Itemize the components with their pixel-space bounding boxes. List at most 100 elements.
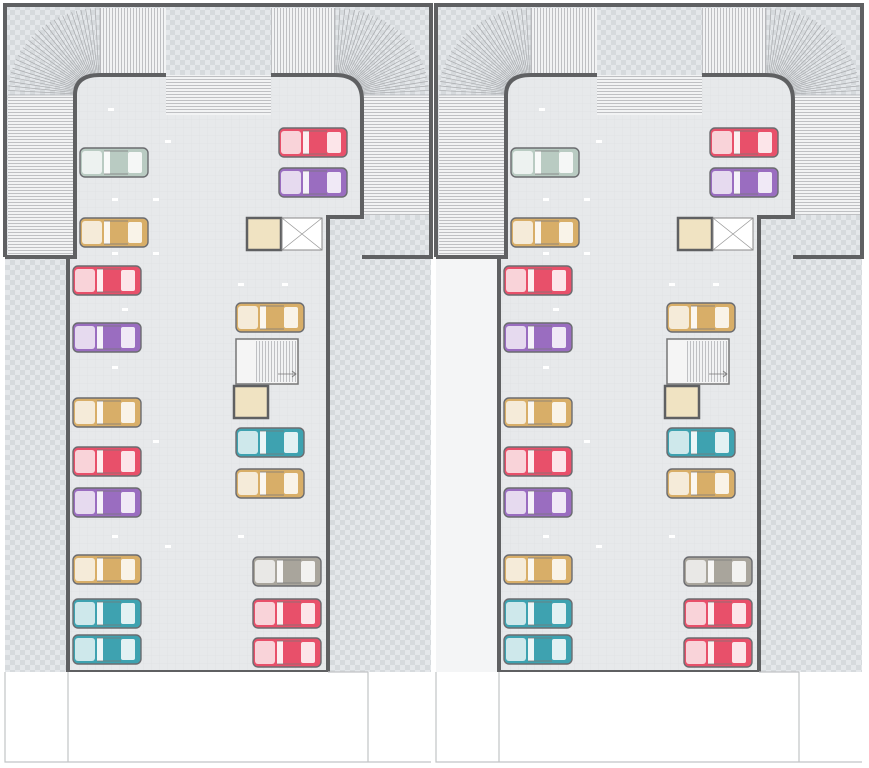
car-outline xyxy=(97,400,121,425)
curved-ramp-right-icon xyxy=(334,8,429,96)
car-hood xyxy=(255,602,275,625)
bottom-area xyxy=(5,672,431,762)
car-hood xyxy=(669,306,689,329)
car-outline xyxy=(691,471,715,496)
car-hood xyxy=(255,560,275,583)
car xyxy=(683,637,753,668)
curved-ramp-right-icon xyxy=(765,8,860,96)
inner-wall xyxy=(5,73,364,674)
car-windshield xyxy=(528,602,534,625)
car-rear-window xyxy=(121,559,135,580)
car xyxy=(709,127,779,158)
car-hood xyxy=(75,450,95,473)
car-outline xyxy=(528,601,552,626)
car xyxy=(252,637,322,668)
car-windshield xyxy=(691,431,697,454)
car-outline xyxy=(260,430,284,455)
lift xyxy=(676,216,714,252)
car-outline xyxy=(528,449,552,474)
car-outline xyxy=(528,325,552,350)
car-hood xyxy=(75,491,95,514)
car-rear-window xyxy=(121,603,135,624)
bay-marker xyxy=(238,283,244,286)
car-outline xyxy=(734,130,758,155)
car-hood xyxy=(75,602,95,625)
car-windshield xyxy=(97,326,103,349)
car xyxy=(72,634,142,665)
car-outline xyxy=(277,601,301,626)
car-windshield xyxy=(535,221,541,244)
car xyxy=(278,167,348,198)
car-outline xyxy=(528,400,552,425)
bay-marker xyxy=(543,535,549,538)
ramp-top-right xyxy=(702,8,766,75)
car-windshield xyxy=(303,171,309,194)
bay-marker xyxy=(596,140,602,143)
car xyxy=(72,265,142,296)
car-windshield xyxy=(734,171,740,194)
car-windshield xyxy=(528,491,534,514)
car-outline xyxy=(97,557,121,582)
bay-marker xyxy=(112,366,118,369)
bay-marker xyxy=(669,283,675,286)
car-windshield xyxy=(708,560,714,583)
car xyxy=(72,322,142,353)
car xyxy=(510,147,580,178)
car xyxy=(72,554,142,585)
car-windshield xyxy=(528,326,534,349)
bay-marker xyxy=(543,252,549,255)
bay-marker xyxy=(584,198,590,201)
bay-marker xyxy=(238,535,244,538)
car-rear-window xyxy=(552,603,566,624)
car-windshield xyxy=(691,472,697,495)
car-rear-window xyxy=(301,561,315,582)
stair-treads xyxy=(256,341,296,382)
bay-marker xyxy=(108,108,114,111)
car-outline xyxy=(691,305,715,330)
bay-marker xyxy=(282,283,288,286)
car-windshield xyxy=(528,638,534,661)
car xyxy=(252,556,322,587)
car xyxy=(503,265,573,296)
car-hood xyxy=(75,558,95,581)
car-rear-window xyxy=(301,603,315,624)
car-rear-window xyxy=(552,327,566,348)
car-windshield xyxy=(97,491,103,514)
car-outline xyxy=(277,640,301,665)
lift xyxy=(245,216,283,252)
ramp-top-left xyxy=(531,8,597,75)
car-rear-window xyxy=(732,603,746,624)
car-rear-window xyxy=(327,172,341,193)
car-outline xyxy=(528,268,552,293)
car xyxy=(666,468,736,499)
car xyxy=(666,302,736,333)
car-hood xyxy=(75,638,95,661)
car-hood xyxy=(506,401,526,424)
car-windshield xyxy=(97,450,103,473)
car-hood xyxy=(506,450,526,473)
bay-marker xyxy=(112,535,118,538)
car-hood xyxy=(686,602,706,625)
car-hood xyxy=(281,171,301,194)
car-hood xyxy=(238,472,258,495)
car-windshield xyxy=(734,131,740,154)
car-hood xyxy=(686,641,706,664)
car-outline xyxy=(104,220,128,245)
car xyxy=(503,487,573,518)
car-outline xyxy=(528,490,552,515)
car-hood xyxy=(513,151,533,174)
lobby xyxy=(232,384,270,420)
car xyxy=(709,167,779,198)
bay-marker xyxy=(596,545,602,548)
bay-marker xyxy=(584,440,590,443)
car-windshield xyxy=(277,641,283,664)
car xyxy=(278,127,348,158)
car-windshield xyxy=(303,131,309,154)
entry-ramp xyxy=(166,75,271,115)
car-windshield xyxy=(708,641,714,664)
car-windshield xyxy=(528,269,534,292)
car-outline xyxy=(97,268,121,293)
car-hood xyxy=(506,491,526,514)
parking-unit xyxy=(434,3,864,763)
